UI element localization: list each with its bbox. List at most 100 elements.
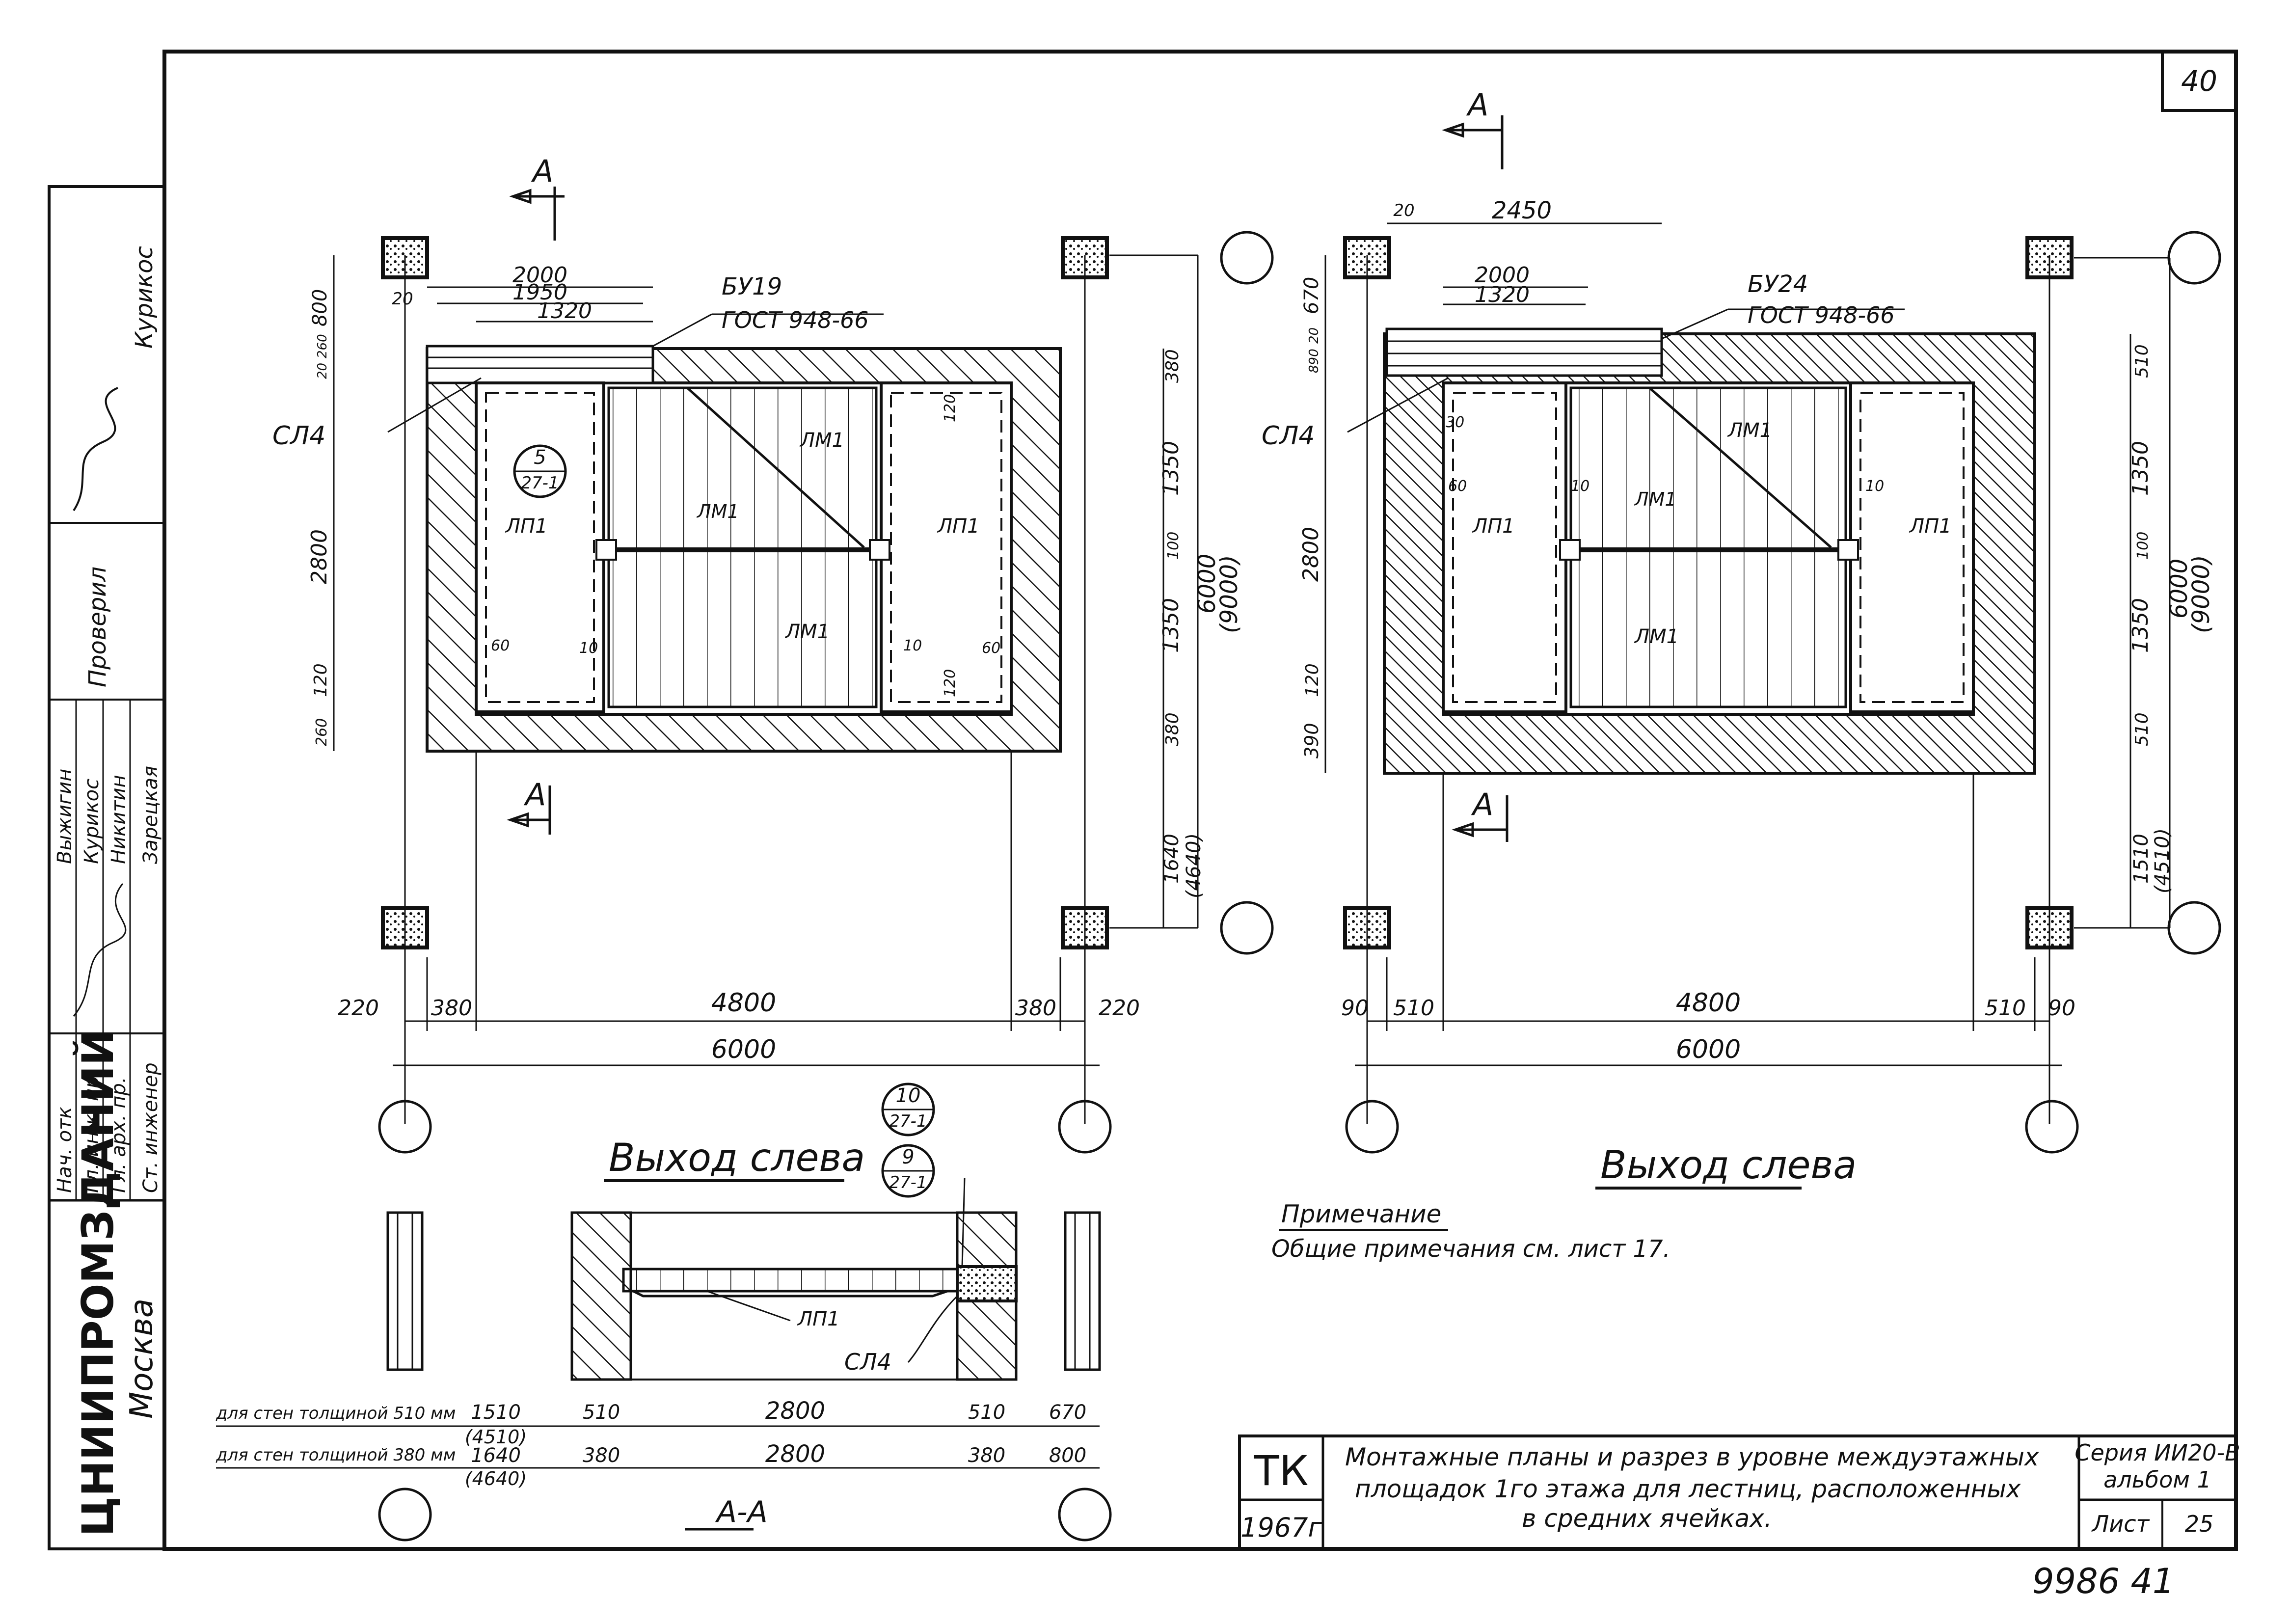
wall-hatch (1383, 332, 2036, 775)
signature-mark (73, 387, 118, 512)
beam-mark: БУ19 (722, 273, 782, 300)
note-heading: Примечание (1281, 1200, 1441, 1228)
section-slab-label: СЛ4 (844, 1349, 891, 1375)
dim-label: 90 (1341, 996, 1369, 1021)
axis-bubble (1058, 1100, 1112, 1154)
dim-label: 2000 (1475, 263, 1530, 288)
dim-label: (4640) (1183, 833, 1205, 898)
checked-label: Проверил (84, 567, 111, 687)
dim-label: 4800 (1676, 988, 1741, 1018)
dim-label: (4510) (465, 1426, 527, 1448)
dim-label: 1350 (2128, 598, 2153, 653)
role-3: Гл. арх. пр. (108, 1077, 130, 1193)
dim-label: 1320 (1475, 282, 1530, 307)
organization-name: ЦНИИПРОМЗДАНИЙ (73, 1029, 123, 1537)
dim-label: 510 (2132, 712, 2152, 746)
landing-slab (475, 381, 605, 713)
dim-label: 260 (315, 334, 330, 358)
dim-label: 1640 (471, 1444, 521, 1467)
dim-label: 800 (309, 289, 331, 326)
section-title: А-А (715, 1495, 768, 1529)
small-dim: 10 (1865, 478, 1884, 495)
overall-height: 6000 (2165, 559, 2193, 619)
plan-left-caption: Выход слева (609, 1136, 865, 1180)
node-reference (881, 1083, 935, 1137)
section-aa: ЛП1 СЛ4 10 27-1 9 27-1 для стен толщиной… (216, 1083, 1112, 1542)
series: Серия ИИ20-В (2074, 1439, 2240, 1466)
page-number: 40 (2181, 64, 2217, 98)
plan-right: А А 2450 2000 1320 20 БУ24 ГОСТ 948-66 С… (1262, 87, 2221, 1154)
small-dim: 120 (942, 394, 959, 422)
axis-bubble (1058, 1488, 1112, 1542)
landing-slab (1442, 381, 1567, 713)
axis-bubble (2025, 1100, 2079, 1154)
dim-label: 2000 (512, 263, 567, 288)
axis-bubble (378, 1488, 432, 1542)
dim-label: 1320 (537, 298, 592, 324)
dim-label: 2800 (765, 1440, 825, 1468)
name-1: Выжигин (54, 769, 76, 864)
landing-slab (880, 381, 1013, 713)
landing-slab-section (622, 1268, 959, 1293)
note-text: Общие примечания см. лист 17. (1271, 1235, 1670, 1263)
beam-mark: БУ24 (1748, 271, 1808, 298)
title-block: ТК 1967г Монтажные планы и разрез в уров… (1238, 1435, 2240, 1550)
dim-label: 380 (431, 996, 472, 1021)
small-dim: 10 (1571, 478, 1590, 495)
dim-label: 4800 (711, 988, 776, 1018)
dim-label: 220 (1099, 996, 1140, 1021)
name-2: Курикос (81, 779, 103, 864)
section-arrow (1442, 115, 1504, 169)
slab-mark: СЛ4 (1262, 421, 1315, 451)
dim-label: 800 (1049, 1444, 1086, 1467)
flight-label: ЛМ1 (1634, 625, 1679, 648)
dim-label: (4640) (465, 1468, 527, 1489)
beam-standard: ГОСТ 948-66 (1748, 302, 1895, 328)
node-ref-top: 5 (534, 446, 546, 469)
role-1: Нач. отк (54, 1107, 76, 1193)
node-ref-bottom: 27-1 (521, 473, 559, 493)
dim-label: 120 (1302, 663, 1322, 697)
axis-bubble (2167, 231, 2221, 285)
dim-label: 2800 (1298, 527, 1323, 582)
axis-bubble (1220, 231, 1274, 285)
dim-label: 260 (313, 718, 330, 746)
node-reference (513, 444, 567, 498)
plan-right-caption: Выход слева (1600, 1143, 1857, 1188)
dim-label: 1950 (512, 280, 567, 305)
name-3: Никитин (108, 775, 130, 864)
city-name: Москва (124, 1299, 160, 1419)
dim-label: 2450 (1492, 197, 1552, 224)
dim-label: 1350 (1158, 441, 1184, 496)
small-dim: 10 (903, 637, 922, 654)
role-4: Ст. инженер (139, 1062, 162, 1193)
small-dim: 10 (579, 640, 598, 657)
sheet-label: Лист (2091, 1511, 2150, 1537)
node-ref-top: 9 (902, 1146, 914, 1168)
dim-label: 1640 (1160, 834, 1183, 884)
node-reference (881, 1144, 935, 1198)
beam (426, 345, 654, 384)
dim-label: 380 (583, 1444, 620, 1467)
dim-label: 510 (1393, 996, 1434, 1021)
dim-label: 380 (1015, 996, 1056, 1021)
dim-label: 1350 (1158, 598, 1184, 653)
section-row1-label: для стен толщиной 510 мм (216, 1404, 456, 1423)
small-dim: 30 (1446, 414, 1464, 431)
title-line: площадок 1го этажа для лестниц, располож… (1355, 1475, 2021, 1503)
album: альбом 1 (2103, 1466, 2211, 1493)
sheet-number: 25 (2185, 1511, 2214, 1537)
sheet-frame: 40 (162, 50, 2238, 1551)
beam-section (956, 1265, 1018, 1302)
signature-mark (73, 883, 127, 1017)
node-ref-top: 10 (896, 1084, 921, 1107)
axis-bubble (1345, 1100, 1399, 1154)
flight-label: ЛМ1 (784, 621, 830, 643)
dim-label: 670 (1300, 277, 1323, 314)
title-line: Монтажные планы и разрез в уровне междуэ… (1345, 1443, 2039, 1471)
dim-label: 510 (968, 1401, 1005, 1424)
name-4: Зарецкая (139, 766, 162, 864)
dim-label: 380 (968, 1444, 1005, 1467)
dim-label: 2800 (765, 1397, 825, 1425)
axis-bubble (378, 1100, 432, 1154)
